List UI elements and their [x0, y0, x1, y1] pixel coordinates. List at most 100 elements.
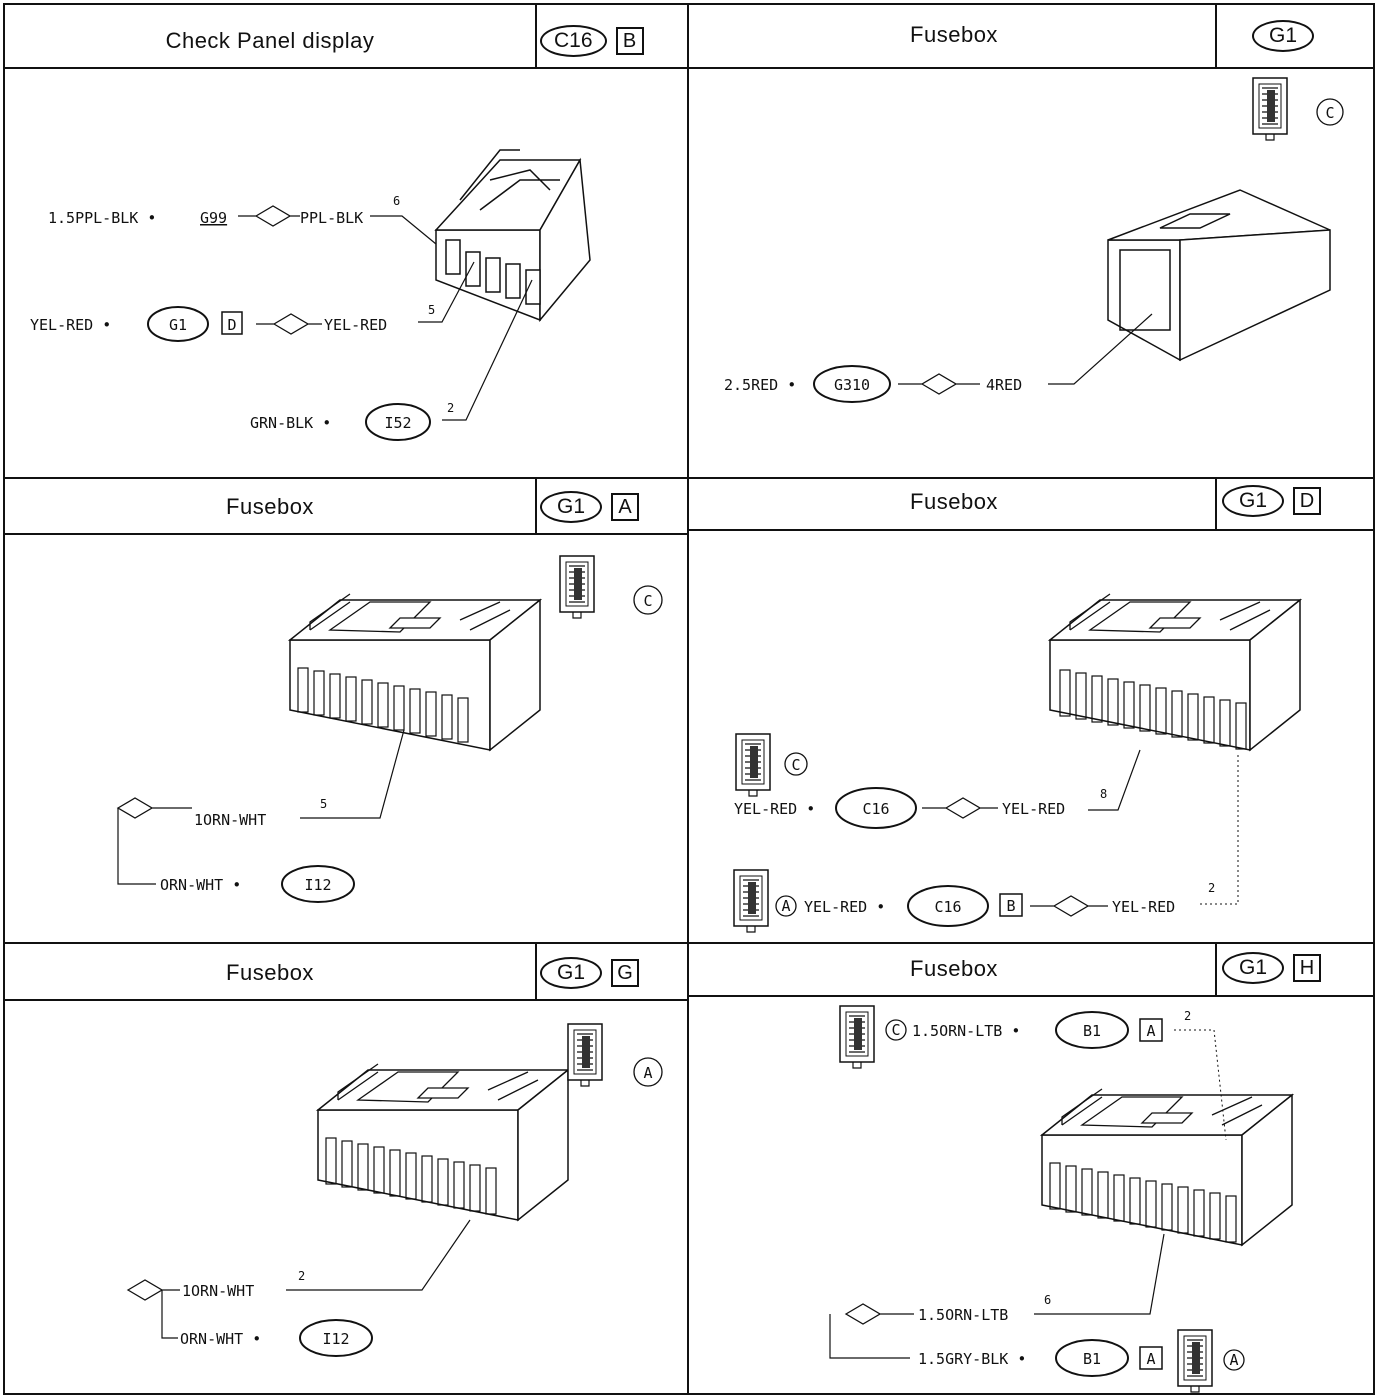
panel5-wire-1: 1ORN-WHT 2: [126, 1219, 471, 1339]
connector-location-icon: [567, 1023, 603, 1087]
wire-label: 1.5PPL-BLK •: [48, 209, 156, 227]
panel3-badge: G1 A: [540, 491, 639, 523]
connector-location-icon: [839, 1005, 875, 1069]
wire-label: 1.5ORN-LTB: [918, 1306, 1008, 1324]
pin-number: 2: [447, 401, 454, 415]
wire-label: 1ORN-WHT: [182, 1282, 254, 1300]
connector-code-oval: G1: [1222, 952, 1284, 984]
pin-number: 2: [1184, 1009, 1191, 1023]
panel4-wire-2: A YEL-RED • C16 B YEL-RED 2: [733, 754, 1239, 933]
panel6-connector-drawing: [1041, 1088, 1293, 1246]
panel1-badge: C16 B: [540, 25, 644, 57]
panel6-wire-3: 1.5GRY-BLK • B1 A A: [918, 1329, 1245, 1393]
wire-label: 1.5GRY-BLK •: [918, 1350, 1026, 1368]
panel4-badge: G1 D: [1222, 485, 1321, 517]
connector-ref-oval: I12: [322, 1330, 349, 1348]
pin-number: 5: [320, 797, 327, 811]
panel3-wire-1: 1ORN-WHT 5: [116, 729, 405, 885]
connector-location-icon: [733, 869, 769, 933]
connector-location-icon: [559, 555, 595, 619]
pin-number: 5: [428, 303, 435, 317]
splice-diamond: [126, 1279, 180, 1301]
connector-ref-oval: C16: [862, 800, 889, 818]
panel6-badge: G1 H: [1222, 952, 1321, 984]
connector-letter: A: [1146, 1350, 1155, 1368]
connector-letter-box: D: [1293, 487, 1321, 515]
panel3-title: Fusebox: [226, 494, 314, 519]
connector-code-oval: C16: [540, 25, 607, 57]
pin-number: 2: [298, 1269, 305, 1283]
connector-code-oval: G1: [1252, 20, 1314, 52]
connector-letter: D: [227, 316, 236, 334]
splice-diamond: [898, 373, 980, 395]
splice-diamond: [1030, 895, 1108, 917]
panel4-title: Fusebox: [910, 489, 998, 514]
panel6-wire-2: 1.5ORN-LTB 6: [829, 1233, 1165, 1359]
pin-number: 6: [1044, 1293, 1051, 1307]
table-grid: [3, 3, 1375, 1395]
panel4-connector-drawing: [1049, 593, 1301, 751]
wire-label: 1.5ORN-LTB •: [912, 1022, 1020, 1040]
connector-code-oval: G1: [1222, 485, 1284, 517]
panel2-wire-1: 2.5RED • G310 4RED: [724, 313, 1153, 403]
connector-location-icon: [1177, 1329, 1213, 1393]
connector-code-oval: G1: [540, 491, 602, 523]
view-circle-letter: A: [643, 1064, 652, 1082]
wire-label: ORN-WHT •: [180, 1330, 261, 1348]
panel1-wire-3: GRN-BLK • I52 2: [250, 279, 533, 441]
connector-ref-oval: B1: [1083, 1350, 1101, 1368]
view-circle-letter: C: [643, 592, 652, 610]
connector-ref-underlined: G99: [200, 209, 227, 227]
panel1-connector-drawing: [434, 149, 591, 323]
connector-ref-oval: G310: [834, 376, 870, 394]
connector-ref-oval: C16: [934, 898, 961, 916]
wire-label: ORN-WHT •: [160, 876, 241, 894]
connector-letter: A: [1146, 1022, 1155, 1040]
panel2-title: Fusebox: [910, 22, 998, 47]
panel2-connector-drawing: [1107, 189, 1331, 362]
panel5-badge: G1 G: [540, 957, 639, 989]
panel3-wire-2: ORN-WHT • I12: [160, 865, 355, 903]
wire-label: YEL-RED: [1002, 800, 1065, 818]
wire-label: 1ORN-WHT: [194, 811, 266, 829]
view-circle-letter: C: [891, 1021, 900, 1039]
panel3-connector-drawing: [289, 593, 541, 751]
view-circle-letter: C: [1325, 104, 1334, 122]
wire-label: 2.5RED •: [724, 376, 796, 394]
splice-diamond: [256, 313, 322, 335]
wire-label: YEL-RED •: [804, 898, 885, 916]
panel1-wire-2: YEL-RED • G1 D YEL-RED 5: [30, 261, 475, 342]
panel1-wire-1: 1.5PPL-BLK • G99 PPL-BLK 6: [48, 194, 437, 245]
wire-label: GRN-BLK •: [250, 414, 331, 432]
panel4-wire-1: C YEL-RED • C16 YEL-RED 8: [734, 733, 1141, 829]
panel1-title: Check Panel display: [165, 28, 375, 53]
pin-number: 8: [1100, 787, 1107, 801]
panel6-wire-1: C 1.5ORN-LTB • B1 A 2: [839, 1005, 1227, 1141]
connector-ref-oval: B1: [1083, 1022, 1101, 1040]
splice-diamond: [116, 797, 192, 819]
connector-letter-box: H: [1293, 954, 1321, 982]
connector-ref-oval: G1: [169, 316, 187, 334]
pin-number: 2: [1208, 881, 1215, 895]
connector-location-icon: [1252, 77, 1288, 141]
pin-number: 6: [393, 194, 400, 208]
connector-code-oval: G1: [540, 957, 602, 989]
splice-diamond: [922, 797, 998, 819]
splice-diamond: [844, 1303, 914, 1325]
panel5-title: Fusebox: [226, 960, 314, 985]
connector-ref-oval: I12: [304, 876, 331, 894]
panel5-wire-2: ORN-WHT • I12: [180, 1319, 373, 1357]
connector-letter-box: A: [611, 493, 639, 521]
wire-label: 4RED: [986, 376, 1022, 394]
splice-diamond: [238, 205, 300, 227]
panel2-badge: G1: [1252, 20, 1314, 52]
connector-letter-box: B: [615, 27, 644, 55]
view-circle-letter: A: [1229, 1351, 1238, 1369]
connector-location-icon: [735, 733, 771, 797]
wire-label: YEL-RED: [1112, 898, 1175, 916]
connector-letter-box: G: [611, 959, 639, 987]
wire-label: YEL-RED •: [734, 800, 815, 818]
wire-label: YEL-RED •: [30, 316, 111, 334]
wire-label: YEL-RED: [324, 316, 387, 334]
